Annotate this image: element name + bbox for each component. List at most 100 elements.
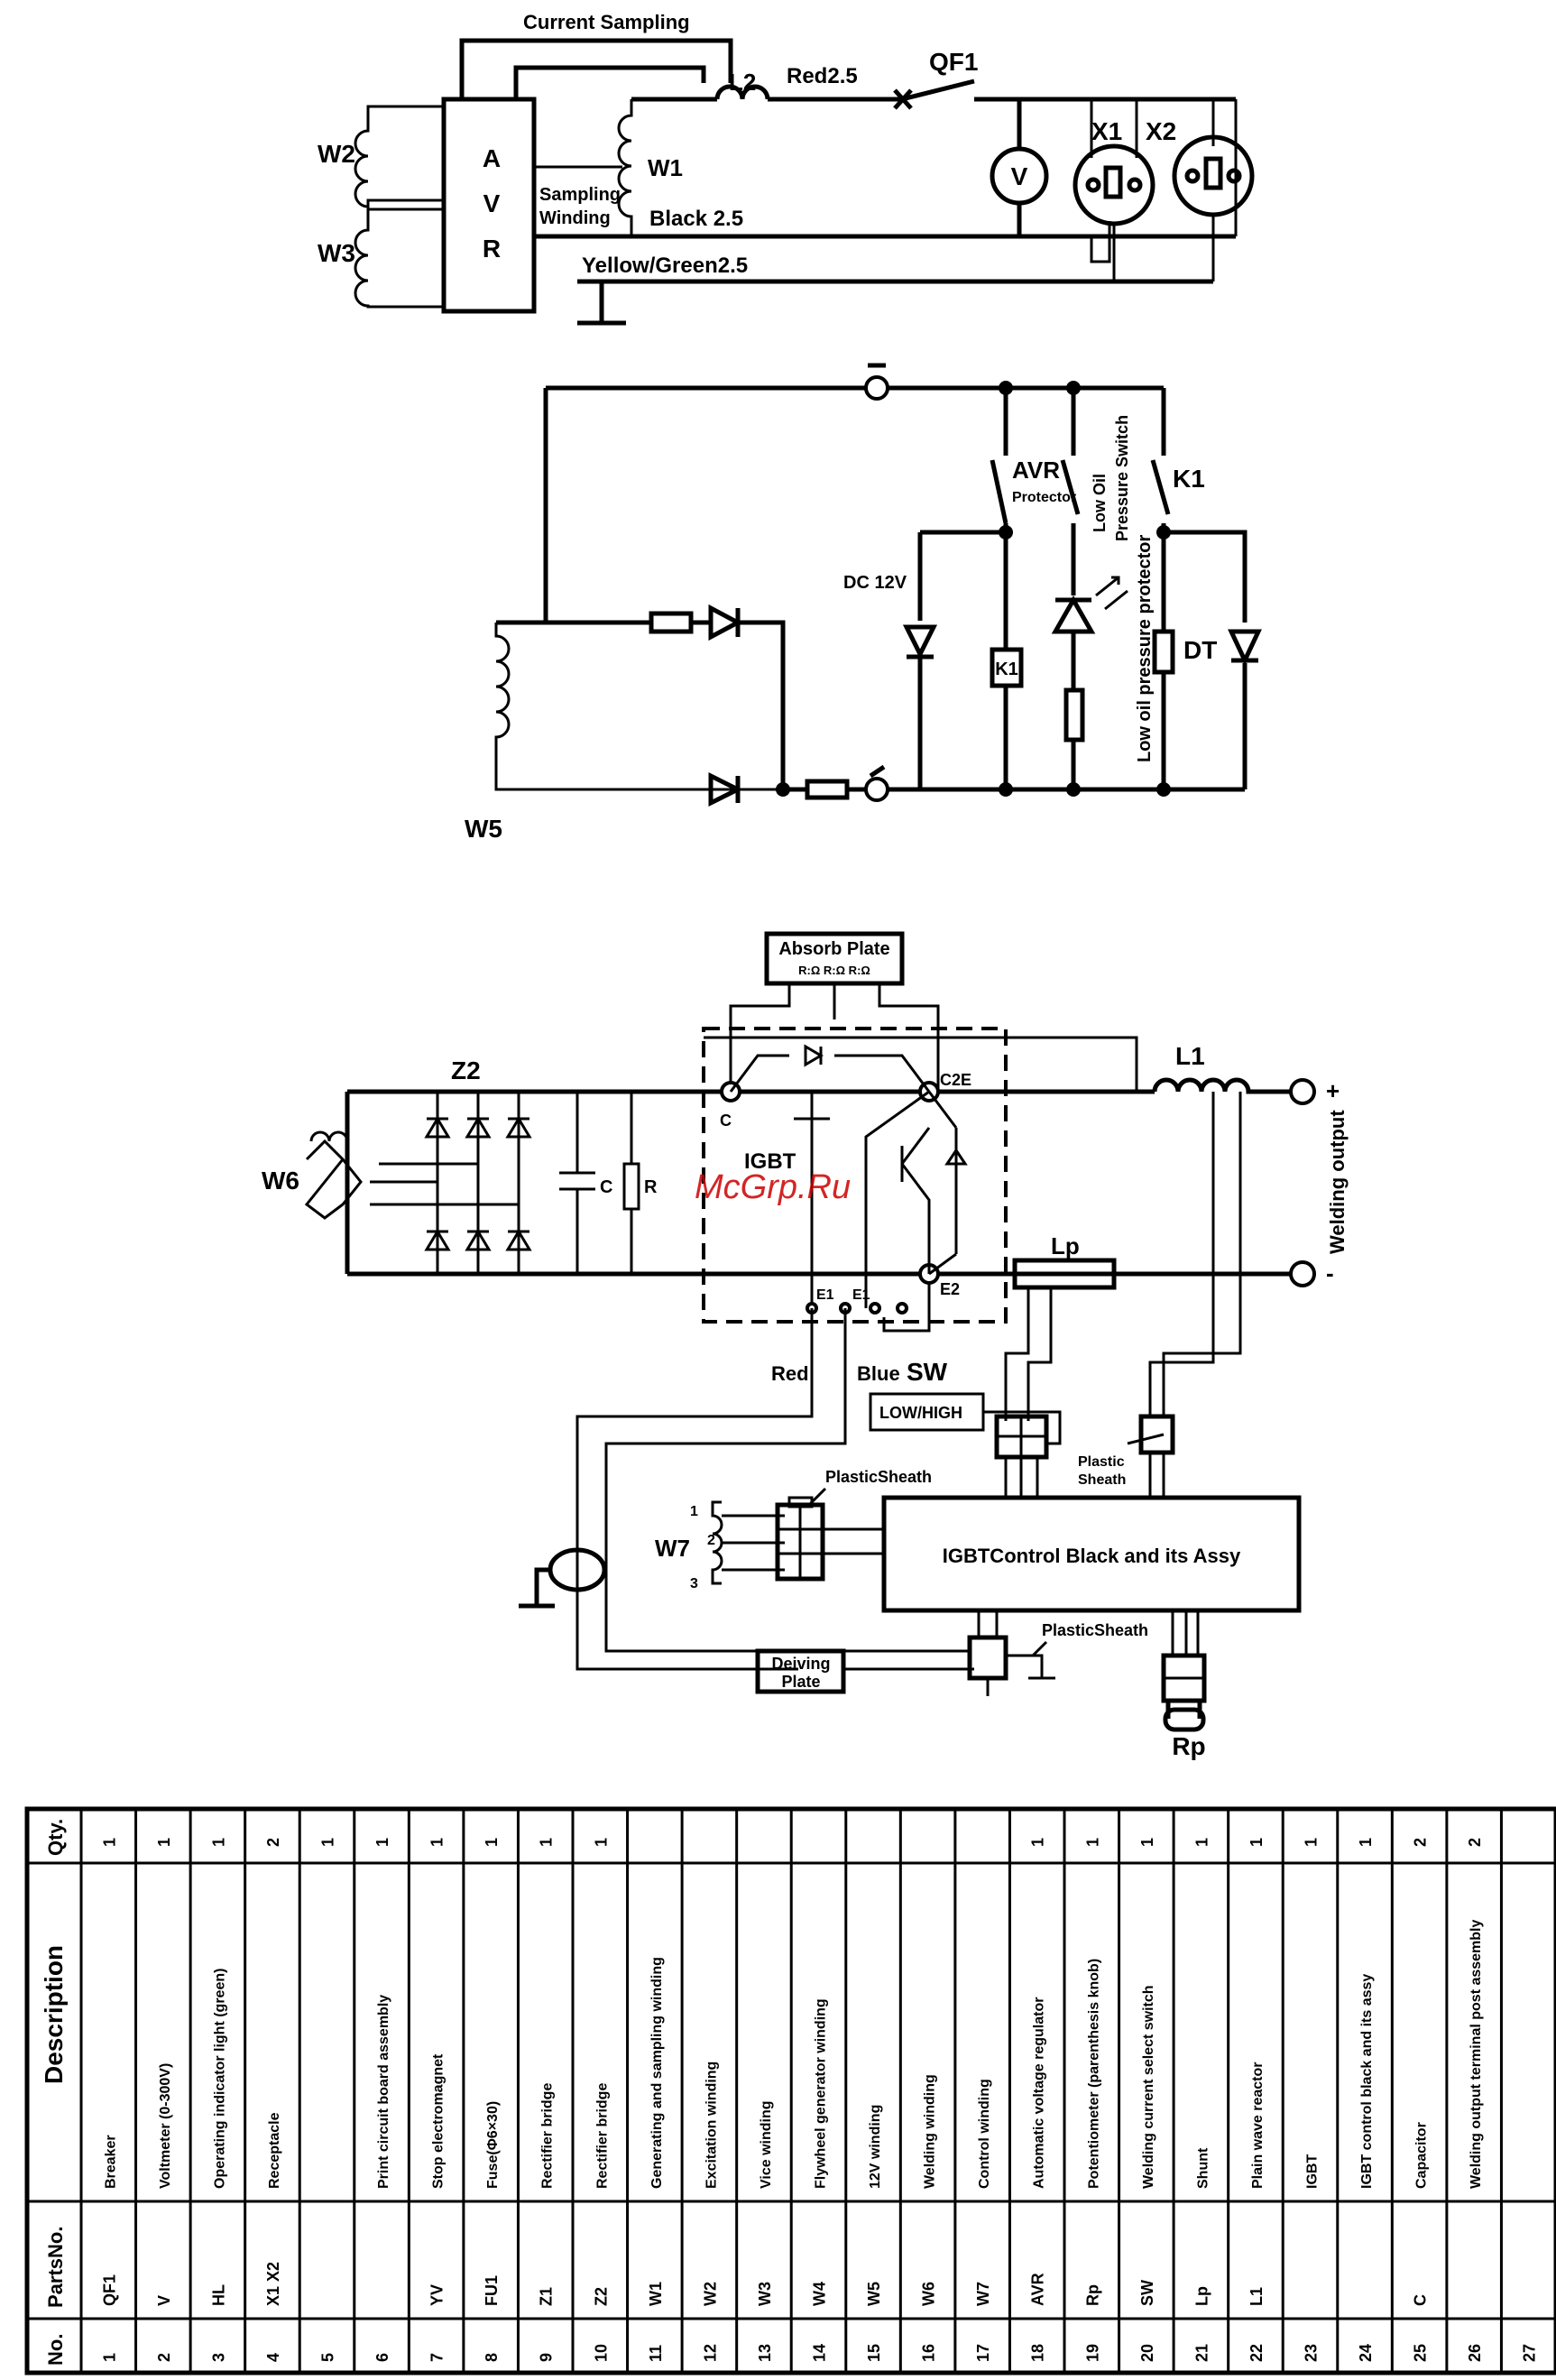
dc-diode bbox=[902, 624, 938, 660]
table-cell-parts-no: HL bbox=[209, 2284, 227, 2306]
igbt-freewheel-diode bbox=[804, 1044, 824, 1067]
table-cell-parts-no: W7 bbox=[974, 2282, 992, 2306]
c-label: C bbox=[600, 1177, 612, 1197]
table-cell-no: 11 bbox=[647, 2345, 665, 2362]
table-cell-no: 26 bbox=[1466, 2344, 1484, 2362]
table-cell-no: 16 bbox=[920, 2344, 938, 2362]
table-cell-no: 3 bbox=[209, 2353, 227, 2362]
table-cell-description: Control winding bbox=[977, 2079, 992, 2189]
header-parts-no: PartsNo. bbox=[44, 2227, 67, 2308]
pressure-switch-label: Pressure Switch bbox=[1113, 415, 1131, 541]
protector-label: Protector bbox=[1012, 490, 1076, 505]
table-cell-description: Welding winding bbox=[923, 2074, 938, 2189]
avr-letter-r: R bbox=[483, 235, 501, 263]
table-cell-no: 18 bbox=[1029, 2344, 1047, 2362]
table-cell-qty: 1 bbox=[319, 1838, 337, 1847]
l2-coil bbox=[714, 84, 770, 100]
table-cell-parts-no: W2 bbox=[701, 2282, 719, 2306]
driving-plate bbox=[755, 1648, 846, 1694]
control-block-label: IGBTControl Black and its Assy bbox=[943, 1545, 1241, 1567]
table-cell-description: Automatic voltage regulator bbox=[1032, 1997, 1047, 2189]
igbt-transistor-2 bbox=[864, 1090, 931, 1308]
welding-output-label: Welding output bbox=[1326, 1110, 1349, 1254]
table-cell-parts-no: W1 bbox=[647, 2282, 665, 2306]
table-cell-no: 15 bbox=[865, 2344, 883, 2362]
table-cell-description: Receptacle bbox=[267, 2112, 282, 2189]
table-cell-description: Shunt bbox=[1195, 2147, 1211, 2189]
yellow-green-label: Yellow/Green2.5 bbox=[582, 254, 748, 278]
w1-coil bbox=[617, 99, 633, 236]
avr-box bbox=[441, 97, 537, 314]
winding-label: Winding bbox=[539, 208, 611, 228]
output-terminal-positive bbox=[1289, 1078, 1316, 1105]
igbt-label: IGBT bbox=[744, 1149, 796, 1174]
sw-label: SW bbox=[907, 1358, 948, 1386]
table-cell-qty: 1 bbox=[1357, 1838, 1375, 1847]
w7-pin-1: 1 bbox=[690, 1504, 698, 1519]
plastic-sheath-1b-label: Sheath bbox=[1078, 1472, 1126, 1488]
dc-label: DC 12V bbox=[843, 573, 907, 593]
table-cell-parts-no: QF1 bbox=[100, 2274, 118, 2306]
table-cell-no: 27 bbox=[1521, 2344, 1539, 2362]
table-cell-no: 7 bbox=[428, 2353, 447, 2362]
table-cell-description: Breaker bbox=[103, 2135, 118, 2189]
current-sampling-label: Current Sampling bbox=[523, 11, 690, 33]
blue-label: Blue bbox=[857, 1362, 900, 1385]
table-cell-qty: 1 bbox=[155, 1838, 173, 1847]
low-high-label: LOW/HIGH bbox=[879, 1404, 962, 1422]
table-cell-parts-no: W5 bbox=[865, 2282, 883, 2306]
ground-symbol-1 bbox=[577, 281, 626, 326]
table-cell-no: 25 bbox=[1412, 2344, 1430, 2362]
table-cell-qty: 2 bbox=[1412, 1838, 1430, 1847]
dc-control-circuit: W5 DC 12V K1 AVR Protector bbox=[465, 363, 1262, 843]
indicator-led bbox=[1051, 595, 1096, 634]
plus-label: + bbox=[1326, 1077, 1340, 1104]
table-cell-description: Welding current select switch bbox=[1141, 1985, 1156, 2189]
table-cell-description: 12V winding bbox=[868, 2105, 883, 2189]
driving-connector bbox=[967, 1635, 1008, 1681]
table-cell-qty: 1 bbox=[1029, 1838, 1047, 1847]
table-cell-no: 1 bbox=[100, 2353, 118, 2362]
w7-pin-3: 3 bbox=[690, 1576, 698, 1591]
igbt-transistor-1 bbox=[794, 1092, 830, 1308]
driving-plate-label-2: Plate bbox=[781, 1673, 820, 1691]
table-cell-qty: 1 bbox=[1083, 1838, 1101, 1847]
driving-plate-label-1: Deiving bbox=[771, 1655, 830, 1673]
table-cell-no: 10 bbox=[592, 2344, 610, 2362]
table-cell-parts-no: FU1 bbox=[483, 2275, 501, 2306]
k1-relay-box bbox=[990, 647, 1024, 688]
igbt-module bbox=[702, 1027, 1008, 1324]
w2-label: W2 bbox=[318, 140, 355, 168]
table-cell-qty: 1 bbox=[1192, 1838, 1211, 1847]
table-cell-description: Flywheel generator winding bbox=[814, 1998, 829, 2189]
table-cell-description: Potentiometer (parenthesis knob) bbox=[1086, 1959, 1101, 2189]
table-cell-parts-no: C bbox=[1412, 2294, 1430, 2306]
table-cell-description: Fuse(Φ6×30) bbox=[485, 2101, 501, 2189]
table-cell-qty: 1 bbox=[1303, 1838, 1321, 1847]
table-cell-qty: 1 bbox=[428, 1838, 447, 1847]
header-qty: Qty. bbox=[44, 1819, 67, 1856]
plastic-sheath-1 bbox=[1138, 1414, 1175, 1455]
e1-label: E1 bbox=[816, 1287, 834, 1303]
l2-label: L2 bbox=[729, 69, 756, 96]
table-cell-no: 13 bbox=[756, 2344, 774, 2362]
table-cell-qty: 2 bbox=[264, 1838, 282, 1847]
red-wire-label: Red2.5 bbox=[787, 64, 858, 88]
w2-coil bbox=[354, 105, 444, 208]
parts-table: No.PartsNo.DescriptionQty.1QF1Breaker12V… bbox=[24, 1806, 1556, 2375]
terminal-top bbox=[864, 375, 889, 401]
table-cell-parts-no: Lp bbox=[1192, 2286, 1211, 2306]
table-cell-parts-no: Rp bbox=[1083, 2284, 1101, 2306]
table-cell-description: Voltmeter (0-300V) bbox=[158, 2063, 173, 2189]
table-cell-qty: 1 bbox=[483, 1838, 501, 1847]
table-cell-description: Operating indicator light (green) bbox=[212, 1969, 227, 2189]
r-label: R bbox=[644, 1177, 658, 1197]
c2e-label: C2E bbox=[940, 1071, 971, 1089]
w7-pin-2: 2 bbox=[707, 1533, 715, 1548]
fuse-2 bbox=[805, 779, 850, 800]
table-cell-qty: 1 bbox=[592, 1838, 610, 1847]
plastic-sheath-1-label: Plastic bbox=[1078, 1454, 1125, 1470]
sampling-label: Sampling bbox=[539, 185, 621, 205]
c-terminal-label: C bbox=[720, 1112, 732, 1130]
